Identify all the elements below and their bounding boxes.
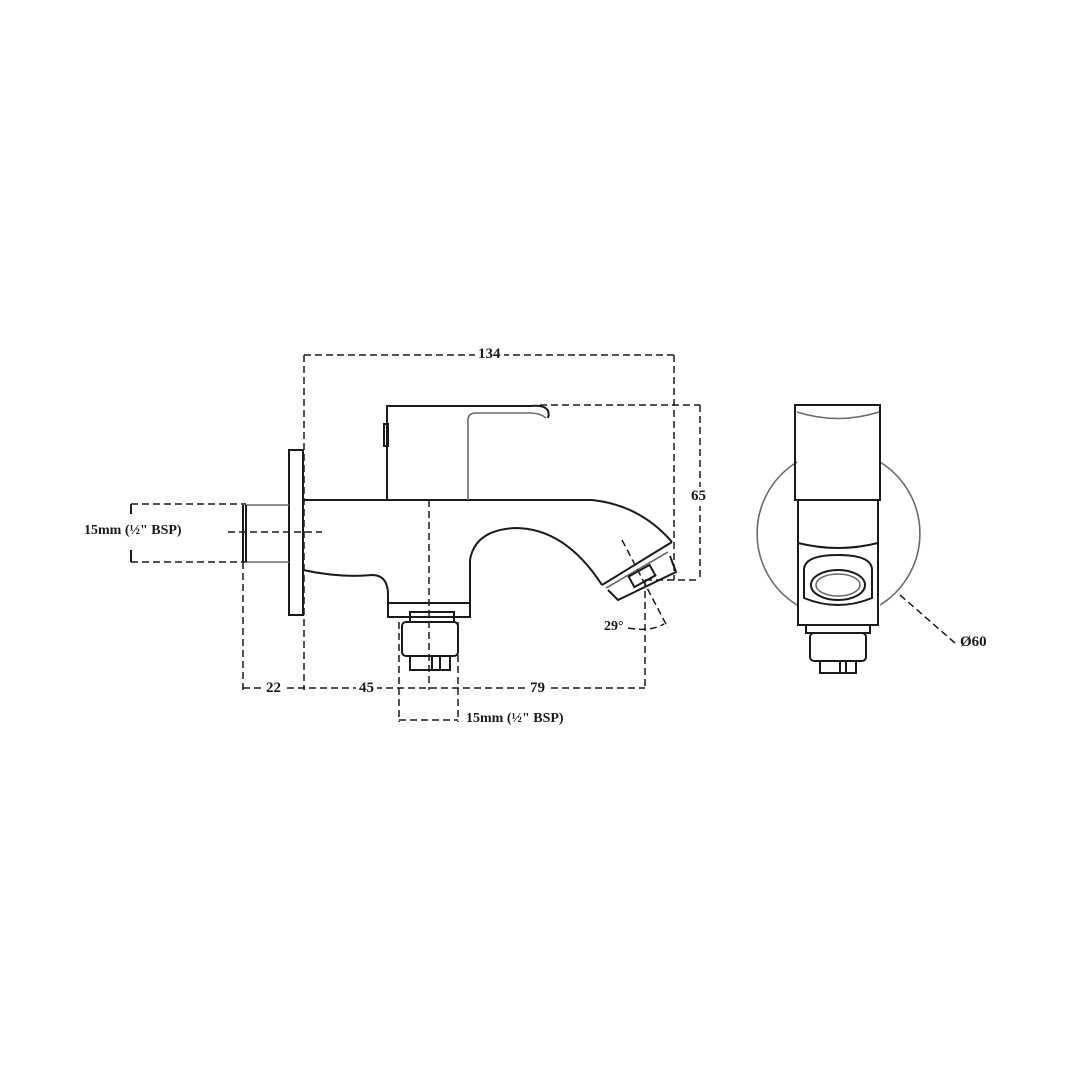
dim-label-inlet: 15mm (½" BSP) xyxy=(82,523,184,538)
front-view xyxy=(756,404,956,674)
dim-label-outlet-to-spout: 79 xyxy=(527,681,548,696)
dim-label-flange-diameter: Ø60 xyxy=(958,634,989,650)
handle-lever xyxy=(386,404,550,500)
dim-label-wall-to-flange: 22 xyxy=(263,681,284,696)
dim-label-bottom-outlet: 15mm (½" BSP) xyxy=(464,711,566,726)
dim-label-spout-angle: 29° xyxy=(602,619,626,634)
side-view xyxy=(130,354,701,722)
bottom-outlet xyxy=(401,621,459,657)
dim-label-overall-length: 134 xyxy=(475,347,504,362)
dim-label-flange-to-outlet: 45 xyxy=(356,681,377,696)
spout xyxy=(591,499,673,543)
dim-label-height: 65 xyxy=(691,487,706,506)
